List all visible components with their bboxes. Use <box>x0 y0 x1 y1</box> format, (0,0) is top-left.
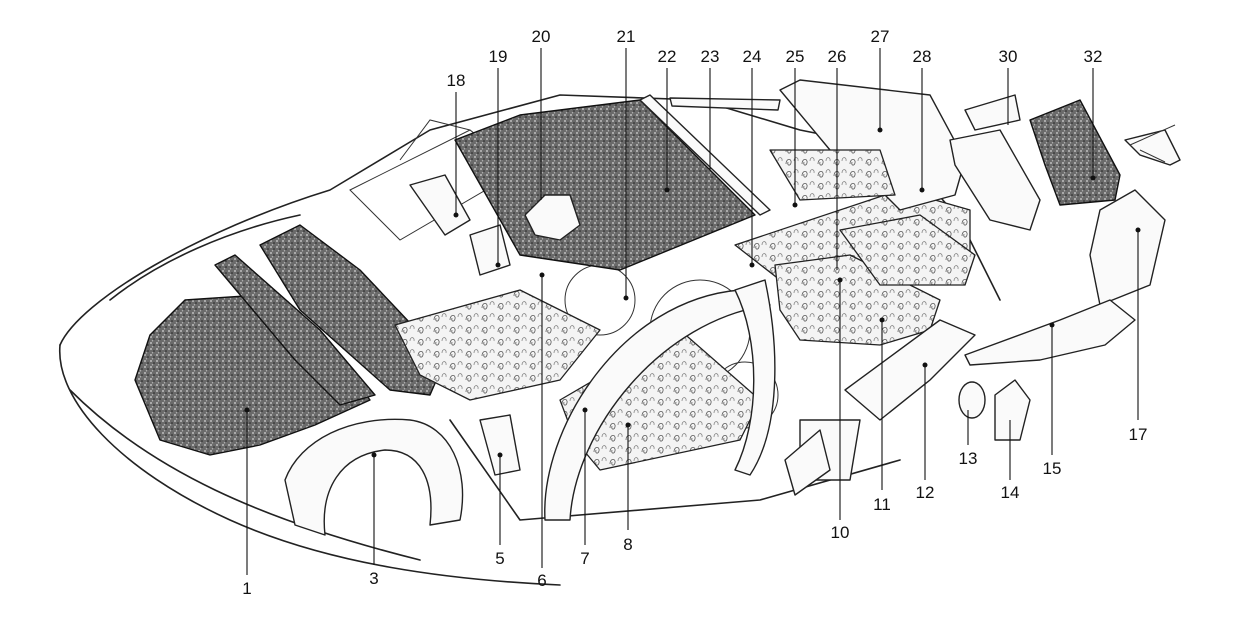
leader-lines <box>246 48 1139 575</box>
callout-6: 6 <box>537 571 546 590</box>
roof-headliner <box>454 99 756 271</box>
trunk-side-trim-right <box>1029 99 1121 206</box>
rear-quarter-panel <box>844 319 976 421</box>
callout-17: 17 <box>1129 425 1148 444</box>
speaker-cup <box>958 381 986 419</box>
a-pillar-lower-trim <box>469 224 511 276</box>
a-pillar-trim <box>409 174 471 236</box>
callout-23: 23 <box>701 47 720 66</box>
rear-seat-floor-mat <box>839 214 976 286</box>
callout-25: 25 <box>786 47 805 66</box>
callout-18: 18 <box>447 71 466 90</box>
front-wheelhouse-liner <box>284 418 464 536</box>
rear-wheelhouse-bracket <box>784 429 831 496</box>
callout-11: 11 <box>873 495 891 514</box>
callout-10: 10 <box>831 523 850 542</box>
trunk-rear-panel <box>1089 189 1166 306</box>
trunk-side-trim-left <box>949 129 1041 231</box>
trunk-trim-upper <box>964 94 1021 131</box>
leader-dots <box>244 127 1141 458</box>
callout-26: 26 <box>828 47 847 66</box>
rear-pillar <box>734 279 776 476</box>
rear-seat-back-pad <box>769 149 896 201</box>
callout-24: 24 <box>743 47 762 66</box>
callout-19: 19 <box>489 47 508 66</box>
roof-side-rail <box>639 94 771 216</box>
callout-27: 27 <box>871 27 890 46</box>
roof-rear-rail <box>669 97 781 111</box>
callout-13: 13 <box>959 449 978 468</box>
callout-1: 1 <box>242 579 251 598</box>
callout-5: 5 <box>495 549 504 568</box>
jack-icon <box>1124 124 1181 166</box>
callout-12: 12 <box>916 483 935 502</box>
b-pillar-trim <box>479 414 521 476</box>
callout-30: 30 <box>999 47 1018 66</box>
callout-3: 3 <box>369 569 378 588</box>
callout-21: 21 <box>617 27 636 46</box>
callout-7: 7 <box>580 549 589 568</box>
callout-labels: 1 3 5 6 7 8 10 11 12 13 14 15 17 18 19 2… <box>242 27 1147 598</box>
callout-28: 28 <box>913 47 932 66</box>
callout-32: 32 <box>1084 47 1103 66</box>
callout-22: 22 <box>658 47 677 66</box>
callout-20: 20 <box>532 27 551 46</box>
callout-15: 15 <box>1043 459 1062 478</box>
dash-insulation-panel <box>214 254 376 406</box>
front-floor-mat <box>394 289 601 401</box>
callout-14: 14 <box>1001 483 1020 502</box>
dome-console <box>524 194 581 241</box>
rear-bumper-support <box>964 299 1136 366</box>
tail-light-cover <box>994 379 1031 441</box>
callout-8: 8 <box>623 535 632 554</box>
